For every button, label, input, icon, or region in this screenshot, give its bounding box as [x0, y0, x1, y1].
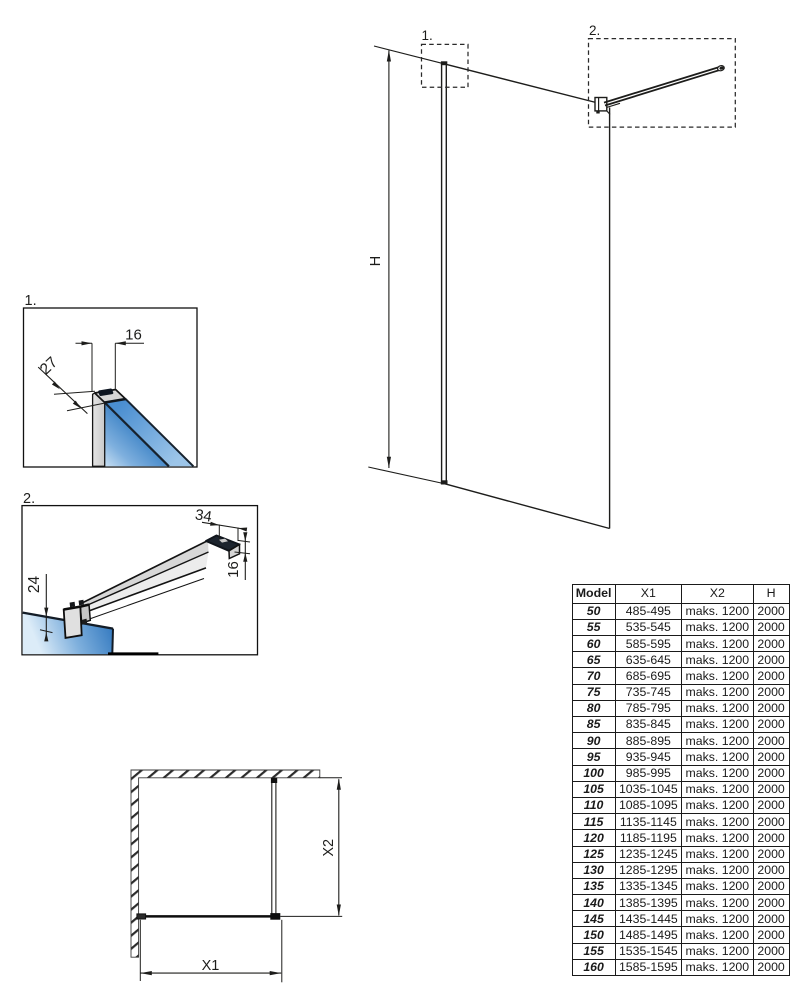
svg-text:24: 24	[26, 576, 43, 594]
svg-text:1.: 1.	[25, 293, 37, 309]
svg-text:X2: X2	[321, 839, 337, 857]
svg-text:X1: X1	[202, 958, 220, 974]
svg-text:H: H	[368, 256, 384, 266]
svg-text:2.: 2.	[589, 23, 600, 38]
svg-text:27: 27	[37, 354, 61, 378]
svg-text:1.: 1.	[422, 28, 433, 43]
svg-text:16: 16	[225, 561, 242, 578]
svg-text:34: 34	[194, 506, 213, 525]
svg-text:2.: 2.	[23, 491, 35, 507]
svg-text:16: 16	[125, 327, 142, 344]
